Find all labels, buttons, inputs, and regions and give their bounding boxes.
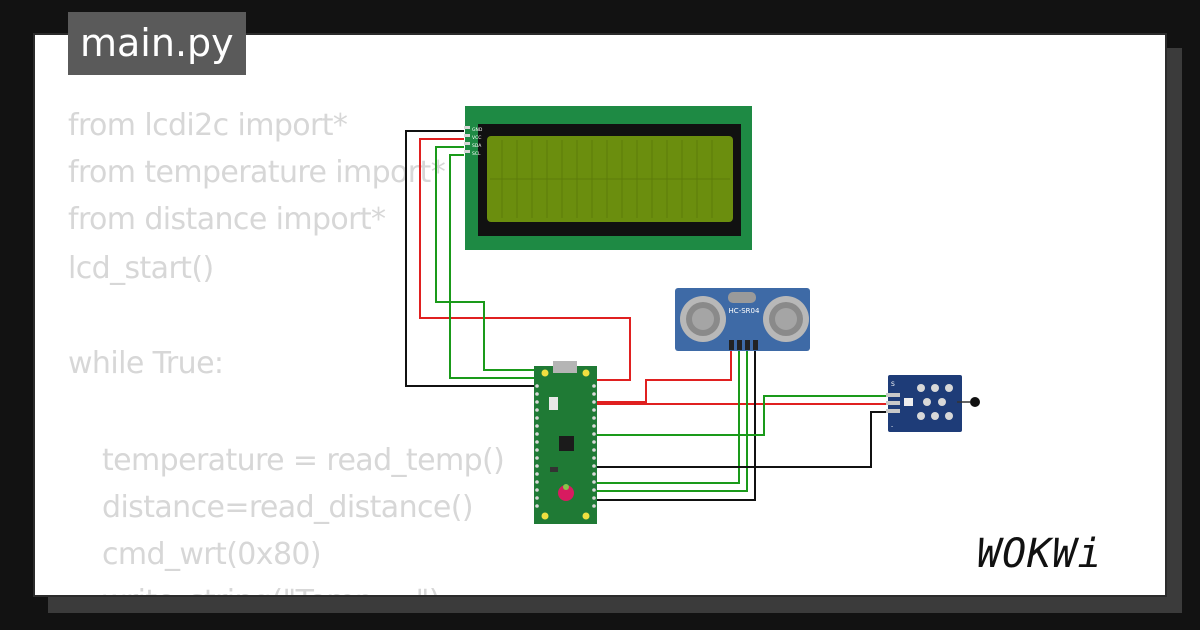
code-line: while True: — [68, 346, 224, 381]
raspberry-pi-pico[interactable] — [534, 361, 597, 524]
file-name-tab[interactable]: main.py — [68, 12, 246, 75]
code-line: write_string("Temp = ") — [102, 584, 441, 595]
code-line: cmd_wrt(0x80) — [102, 537, 322, 572]
wokwi-logo: WOKWi — [977, 531, 1102, 577]
ultrasonic-label: HC-SR04 — [729, 307, 760, 315]
code-line: from temperature import* — [68, 155, 446, 190]
lcd-pin-gnd: GND — [472, 127, 483, 133]
lcd-display[interactable]: GND VCC SDA SCL — [464, 106, 752, 250]
circuit-diagram: GND VCC SDA SCL — [405, 106, 980, 524]
wokwi-logo-text: WOKWi — [977, 531, 1102, 577]
code-line: from distance import* — [68, 202, 386, 237]
preview-card: from lcdi2c import* from temperature imp… — [33, 33, 1167, 597]
code-line: distance=read_distance() — [102, 490, 474, 525]
temp-pin-minus: - — [891, 423, 893, 430]
temperature-sensor[interactable]: S - — [886, 375, 980, 432]
lcd-pin-scl: SCL — [472, 151, 481, 157]
lcd-pin-sda: SDA — [472, 143, 482, 149]
code-line: temperature = read_temp() — [102, 443, 505, 478]
lcd-pin-vcc: VCC — [472, 135, 481, 141]
temp-pin-s: S — [891, 381, 895, 388]
wires — [405, 130, 888, 501]
ultrasonic-sensor[interactable]: HC-SR04 — [675, 288, 810, 351]
code-line: lcd_start() — [68, 251, 214, 286]
code-line: from lcdi2c import* — [68, 108, 348, 143]
